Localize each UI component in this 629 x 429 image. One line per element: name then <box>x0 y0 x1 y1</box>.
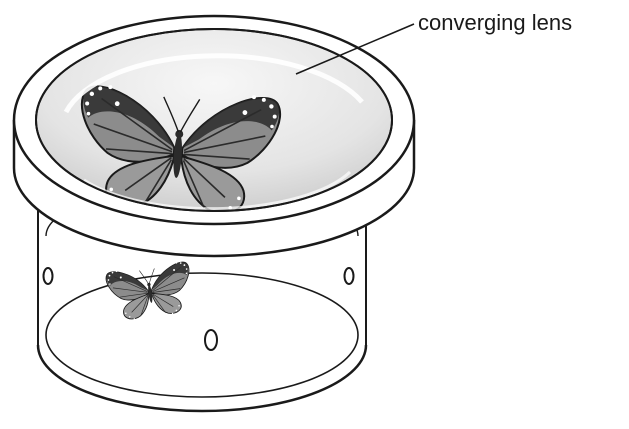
air-hole-floor <box>205 330 217 350</box>
lens-label: converging lens <box>418 10 572 35</box>
container-base-front <box>38 345 366 411</box>
butterfly-inside-icon <box>105 260 195 322</box>
container-floor <box>46 273 358 397</box>
air-hole-right <box>345 268 354 284</box>
air-hole-left <box>44 268 53 284</box>
